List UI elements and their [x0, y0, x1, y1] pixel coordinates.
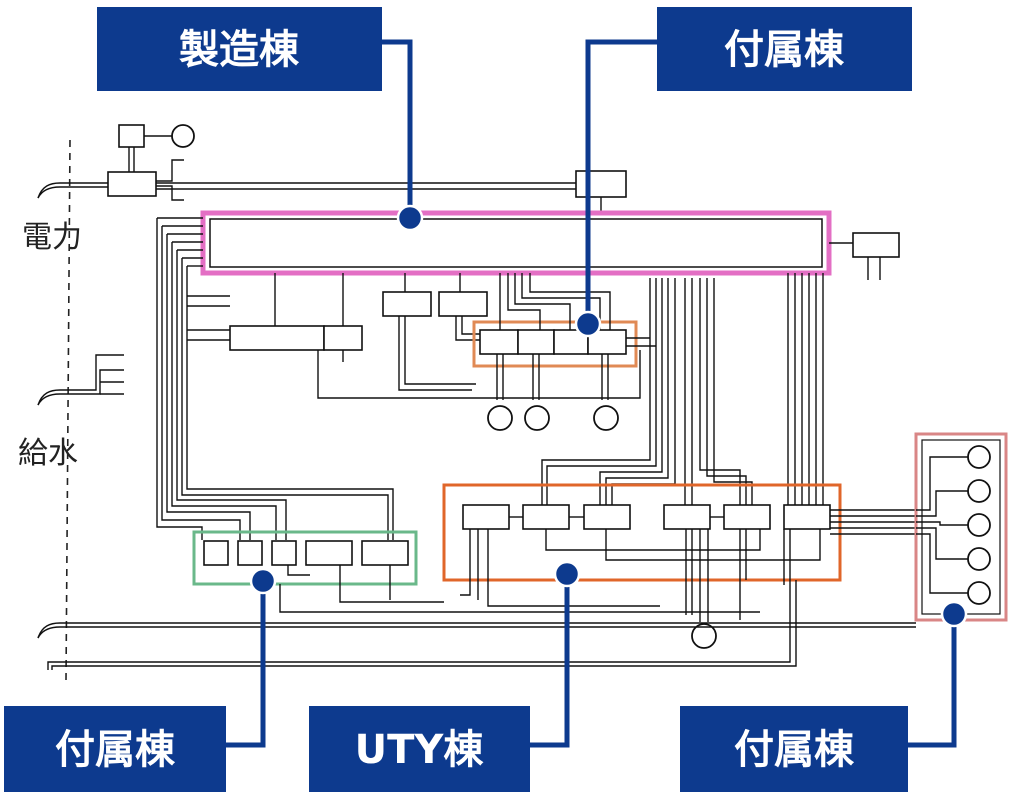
callout-uty: UTY棟 — [309, 560, 581, 792]
callout-uty-label: UTY棟 — [355, 727, 485, 773]
callout-annex-top: 付属棟 — [574, 7, 912, 338]
callout-manufacturing: 製造棟 — [97, 7, 424, 232]
power-receiving-unit — [107, 171, 157, 197]
annex-left-group — [192, 530, 760, 613]
uty-building-group — [442, 483, 916, 649]
power-meter — [118, 124, 145, 148]
power-distribution-box — [575, 170, 627, 198]
callout-annex-bottom-right-label: 付属棟 — [734, 727, 855, 773]
callout-manufacturing-label: 製造棟 — [179, 27, 300, 73]
manufacturing-header — [156, 210, 900, 540]
water-feed — [37, 354, 124, 406]
header-feed-unit — [852, 232, 900, 258]
power-source-circle — [171, 124, 195, 148]
annex-right-group — [914, 432, 1008, 622]
water-label: 給水 — [18, 436, 78, 471]
bottom-trunk-lines — [37, 580, 916, 670]
manufacturing-sub-equipment — [187, 273, 641, 399]
header-to-uty-risers — [541, 273, 824, 505]
callout-annex-bottom-left-label: 付属棟 — [55, 727, 176, 773]
power-feed — [37, 124, 627, 213]
callout-annex-top-label: 付属棟 — [724, 27, 845, 73]
callout-annex-bottom-left: 付属棟 — [4, 567, 277, 792]
annex-top-group — [472, 273, 656, 431]
callout-annex-bottom-right: 付属棟 — [680, 600, 968, 792]
power-label: 電力 — [22, 220, 82, 255]
